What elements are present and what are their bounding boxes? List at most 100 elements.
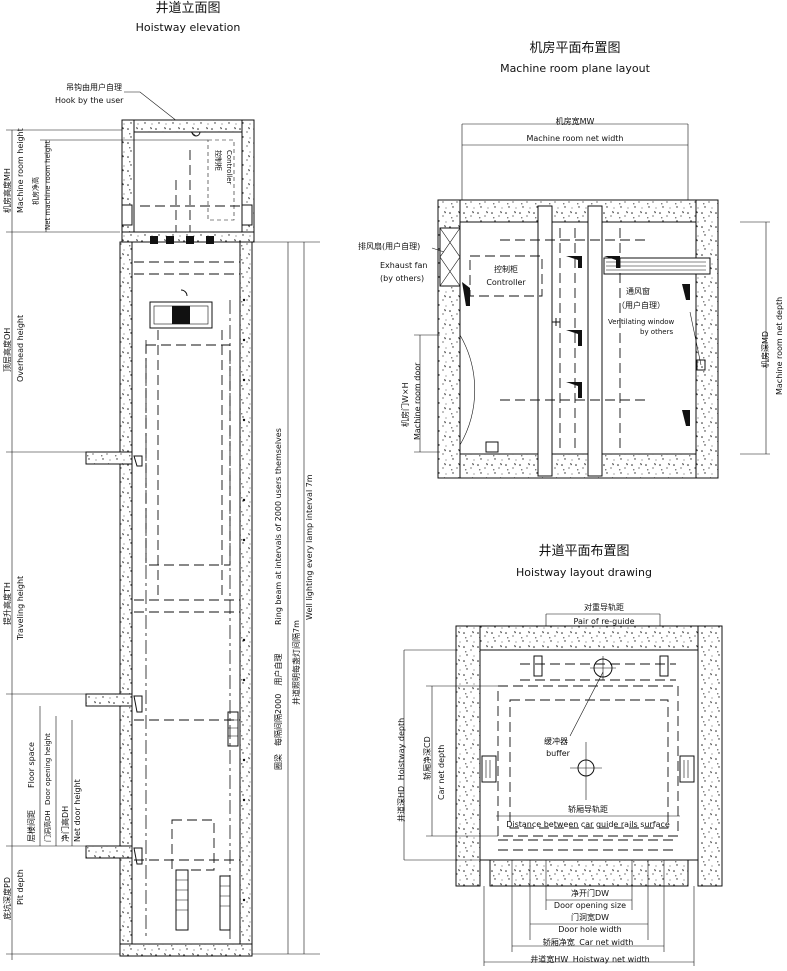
mw-dim-line <box>461 123 689 200</box>
buffer-label-cn: 缓冲器 <box>544 736 568 746</box>
hw-label-cn: 井道宽HW <box>530 954 568 964</box>
top-landing-slab <box>85 451 133 465</box>
vent-label-cn-2: （用户自理） <box>617 300 665 310</box>
mr-door-swing <box>459 334 476 446</box>
th-label-en: Traveling height <box>16 576 25 641</box>
crosshead-sheave <box>172 306 190 324</box>
hw-left-wall <box>455 625 481 887</box>
lighting-label-en: Well lighting every lamp interval 7m <box>305 474 314 620</box>
cw-buffer <box>219 875 231 931</box>
mid-beam-dash <box>134 599 240 613</box>
hd-label: 井道深HD Hoistway depth <box>396 718 406 822</box>
machine-base-block <box>206 236 214 244</box>
md-dim-line <box>740 221 770 455</box>
car-rail-right <box>679 755 695 783</box>
car-guide-label-cn: 轿厢导轨距 <box>568 804 608 814</box>
mr-door-label-en: Machine room door <box>413 362 422 440</box>
ndh-label-cn: 净门高DH <box>60 806 70 842</box>
car-outline-top <box>145 344 231 566</box>
th-label-cn: 提升高度TH <box>2 582 12 625</box>
hoistway-layout: 井道平面布置图 Hoistway layout drawing 对重导轨距 Pa… <box>396 544 723 966</box>
mw-label-cn: 机房宽MW <box>556 116 595 126</box>
hw-label: 井道宽HW Hoistway net width <box>530 954 649 964</box>
mr-right-wall <box>695 199 719 479</box>
layout-title-cn: 井道平面布置图 <box>538 544 629 559</box>
mr-door-dim <box>414 334 440 453</box>
floor-label-cn: 层楼间距 <box>26 810 36 842</box>
vent-leader <box>689 311 702 366</box>
mr-controller <box>469 255 543 297</box>
car-frame-lines <box>157 330 223 600</box>
mr-hole-mark <box>682 284 690 300</box>
cw-label: 轿厢净宽 Car net width <box>543 937 634 947</box>
machine-room-roof-slab <box>121 119 255 133</box>
cd-label-en: Car net depth <box>437 745 446 800</box>
hw-label-en: Hoistway net width <box>573 955 650 964</box>
net-mh-label-en: Net machine room height <box>44 140 52 230</box>
machine-room-plan: 机房平面布置图 Machine room plane layout 机房宽MW … <box>358 40 784 479</box>
elevation-title-cn: 井道立面图 <box>155 1 220 16</box>
pit-floor-slab <box>119 943 253 957</box>
sheave-arc <box>180 289 188 297</box>
cw-label-cn: 轿厢净宽 <box>543 937 575 947</box>
layout-left-dims <box>403 649 498 861</box>
car-bottom-dash <box>171 819 215 871</box>
machine-dash-lines <box>140 150 240 232</box>
buffer-leader <box>569 671 604 737</box>
mr-hole-mark <box>682 410 690 426</box>
mr-controller-en: Controller <box>486 278 526 287</box>
mr-right-opening <box>241 204 253 226</box>
machine-room-title-cn: 机房平面布置图 <box>529 40 620 56</box>
mh-label-en: Machine room height <box>16 128 25 213</box>
car-buffer-cross <box>570 742 602 800</box>
door-sill-dash <box>498 839 678 851</box>
cw-buffer-cross <box>590 656 616 680</box>
mr-bottom-wall <box>437 453 719 479</box>
hw-front-sill <box>489 859 689 887</box>
dhw-label-cn: 门洞宽DW <box>571 912 609 922</box>
fan-leader <box>431 247 445 253</box>
buffer-springs <box>176 879 230 911</box>
hw-top-wall <box>455 625 723 651</box>
pd-label-cn: 底坑深度PD <box>2 877 12 920</box>
elevation-controller <box>207 139 235 221</box>
elev-right-dim-lines <box>287 242 305 954</box>
hoistway-elevation: 井道立面图 Hoistway elevation 吊钩由用户自理 Hook by… <box>2 1 320 960</box>
elevation-controller-cn: 控制柜 <box>214 150 223 171</box>
fan-label-cn: 排风扇(用户自理) <box>358 241 420 251</box>
car-outline <box>497 685 679 837</box>
hd-label-cn: 井道深HD <box>396 786 406 822</box>
counterweight-plates <box>228 719 238 737</box>
cw-rail-right <box>659 655 669 677</box>
hw-interior <box>479 649 699 861</box>
elev-right-dim-ticks <box>252 241 320 955</box>
mr-door-stop <box>485 441 499 453</box>
mh-label-cn: 机房高度MH <box>2 168 12 213</box>
mr-top-wall <box>437 199 719 223</box>
car-inner-outline <box>509 699 669 829</box>
machine-beam-left <box>537 205 553 477</box>
dhw-label-en: Door hole width <box>558 925 621 934</box>
landing-dash <box>134 719 240 861</box>
door-operator-top <box>133 455 143 467</box>
cw-rail-left <box>533 655 543 677</box>
ndh-label-en: Net door height <box>73 779 82 842</box>
counterweight <box>227 711 239 747</box>
machine-base-block <box>150 236 158 244</box>
elev-dim-ticks <box>6 129 208 955</box>
fan-label-en-2: (by others) <box>380 274 424 283</box>
mr-hole-mark <box>462 282 470 306</box>
mr-hole-mark <box>566 256 582 268</box>
top-beam-dash <box>134 261 240 275</box>
exhaust-fan-cross <box>439 227 461 287</box>
machine-room-title-en: Machine room plane layout <box>500 62 651 75</box>
bottom-landing-slab <box>85 845 133 859</box>
dh-label-cn: 门洞高DH <box>43 810 52 842</box>
mw-label-en: Machine room net width <box>527 134 624 143</box>
hook-label-en: Hook by the user <box>55 96 124 105</box>
hw-right-wall <box>697 625 723 887</box>
vent-duct-lines <box>606 261 706 271</box>
car-rail-left <box>481 755 497 783</box>
pd-label-en: Pit depth <box>16 869 25 905</box>
md-label-cn: 机房深MD <box>760 331 770 368</box>
